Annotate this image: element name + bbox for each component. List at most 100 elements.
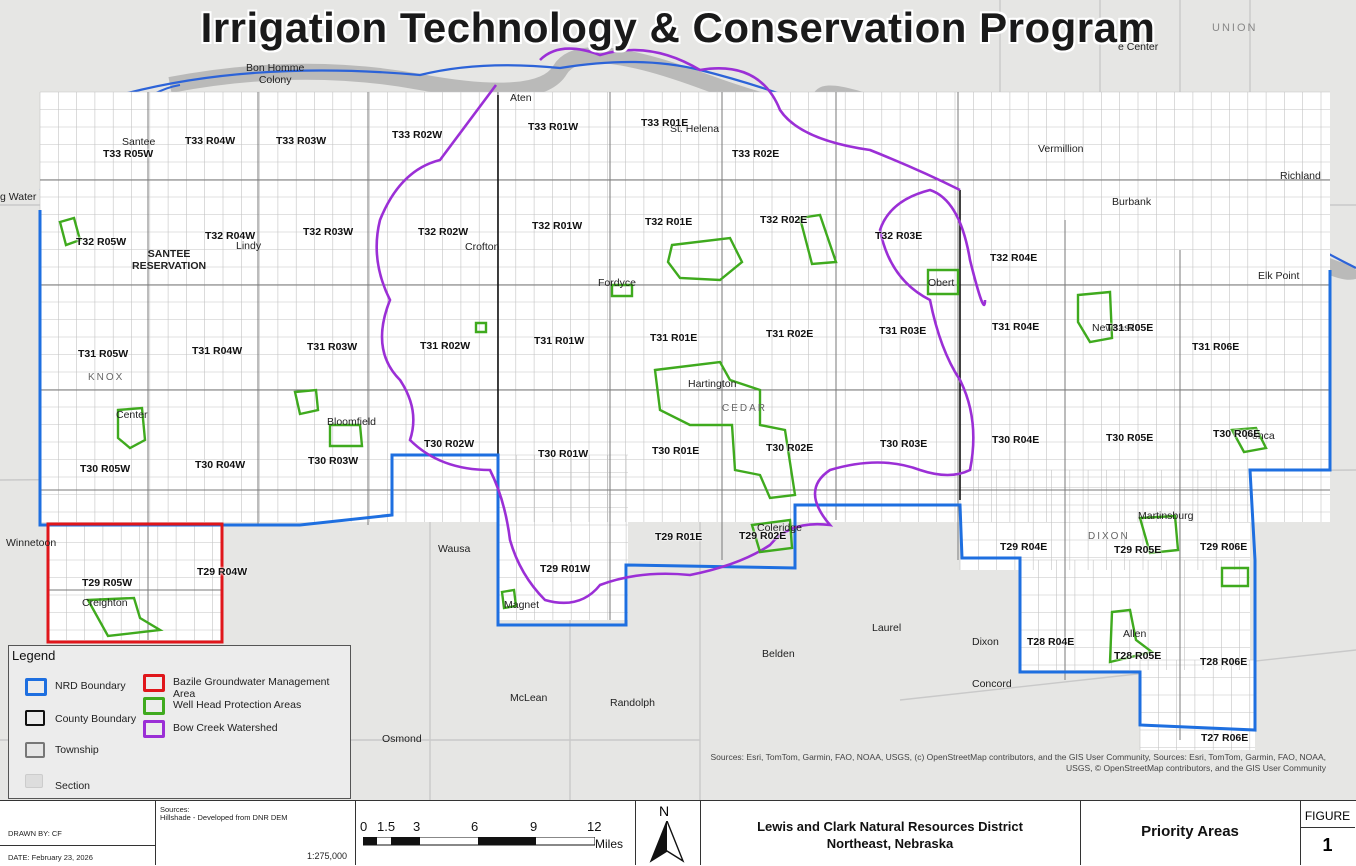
state-label-union: UNION [1212,22,1258,34]
nrd-boundary [38,210,1332,732]
township-label: T31 R01W [534,335,585,347]
township-label: T29 R01E [655,531,703,543]
figure-number: 1 [1322,835,1333,855]
township-label: T32 R05W [76,236,127,248]
map-title: Irrigation Technology & Conservation Pro… [200,4,1156,51]
legend: Legend NRD Boundary County Boundary Town… [8,645,351,799]
map-frame: Irrigation Technology & Conservation Pro… [0,0,1356,800]
map-attribution: Sources: Esri, TomTom, Garmin, FAO, NOAA… [710,752,1327,773]
legend-bowcreek-label: Bow Creek Watershed [173,722,278,734]
place-ponca: Ponca [1245,430,1275,442]
township-label: T31 R03W [307,341,358,353]
place-magnet: Magnet [504,599,540,611]
township-label: T31 R02W [420,340,471,352]
township-label: T29 R02E [739,530,787,542]
scale-tick-5: 12 [587,819,602,834]
township-label: T29 R05E [1114,544,1162,556]
scale-tick-1: 1.5 [377,819,396,834]
place-santee: Santee [122,136,156,148]
place-bon-homme: Bon Homme Colony [246,62,305,86]
county-cedar: CEDAR [722,403,768,414]
place-bloomfield: Bloomfield [327,416,377,428]
township-label: T33 R02W [392,129,443,141]
township-label: T32 R03E [875,230,923,242]
township-label: T32 R02E [760,214,808,226]
township-label: T33 R02E [732,148,780,160]
place-hartington: Hartington [688,378,737,390]
township-label: T30 R06E [1213,428,1261,440]
drawn-by: DRAWN BY: CF [8,829,62,838]
place-wausa: Wausa [438,543,471,555]
place-water: g Water [0,191,37,203]
org-cell: Lewis and Clark Natural Resources Distri… [700,801,1081,865]
township-label: T33 R03W [276,135,327,147]
township-label: T33 R01W [528,121,579,133]
township-label: T30 R03E [880,438,928,450]
bow-creek-watershed [375,84,987,605]
township-label: T30 R05E [1106,432,1154,444]
township-label: T30 R01E [652,445,700,457]
place-mclean: McLean [510,692,548,704]
township-label: T33 R04W [185,135,236,147]
section-grid [40,92,1330,750]
north-label: N [659,803,670,819]
legend-township-swatch [25,742,45,758]
township-label: T33 R05W [103,148,154,160]
sources-text: Hillshade - Developed from DNR DEM [160,813,288,822]
township-label: T30 R02E [766,442,814,454]
scale-tick-4: 9 [530,819,538,834]
county-dixon: DIXON [1088,531,1130,542]
township-label: T28 R05E [1114,650,1162,662]
township-label: T32 R03W [303,226,354,238]
north-arrow-cell: N [635,801,701,865]
township-label: T30 R04E [992,434,1040,446]
legend-section-label: Section [55,780,91,792]
scale-tick-0: 0 [360,819,368,834]
figure-label: FIGURE [1304,809,1351,823]
scale-tick-2: 3 [413,819,421,834]
sources-head: Sources: [160,805,190,814]
township-label: T31 R06E [1192,341,1240,353]
scale-ratio: 1:275,000 [306,851,347,861]
place-elk-point: Elk Point [1258,270,1300,282]
place-randolph: Randolph [610,697,655,709]
township-label: T32 R02W [418,226,469,238]
township-label: T32 R01E [645,216,693,228]
place-aten: Aten [510,92,532,104]
township-label: T29 R01W [540,563,591,575]
place-santee-reservation: SANTEE RESERVATION [132,248,207,272]
figure-cell: FIGURE 1 [1300,801,1355,865]
place-center: e Center [1118,41,1159,53]
place-dixon: Dixon [972,636,999,648]
scale-tick-3: 6 [471,819,479,834]
scale-unit: Miles [595,837,624,851]
place-concord: Concord [972,678,1012,690]
legend-bowcreek-swatch [143,720,165,738]
township-label: T32 R01W [532,220,583,232]
org-line1: Lewis and Clark Natural Resources Distri… [757,819,1023,834]
place-obert: Obert [928,277,955,289]
township-label: T30 R05W [80,463,131,475]
place-crofton: Crofton [465,241,500,253]
bazile-gma [46,522,224,644]
place-fordyce: Fordyce [598,277,636,289]
place-st-helena: St. Helena [670,123,720,135]
township-label: T31 R01E [650,332,698,344]
township-label: T30 R01W [538,448,589,460]
county-knox: KNOX [88,372,125,383]
legend-title: Legend [12,648,56,663]
place-richland: Richland [1280,170,1321,182]
legend-wellhead-label: Well Head Protection Areas [173,699,302,711]
priority-areas: Priority Areas [1141,823,1239,840]
wellhead-areas [58,213,1268,664]
township-label: T29 R04W [197,566,248,578]
place-allen: Allen [1123,628,1147,640]
township-label: T28 R06E [1200,656,1248,668]
place-newcastle: Newcastle [1092,322,1141,334]
township-label: T33 R01E [641,117,689,129]
legend-county-label: County Boundary [55,713,137,725]
scale-bar [363,837,595,846]
legend-wellhead-swatch [143,697,165,715]
township-label: T32 R04E [990,252,1038,264]
north-arrow-icon [649,821,685,863]
